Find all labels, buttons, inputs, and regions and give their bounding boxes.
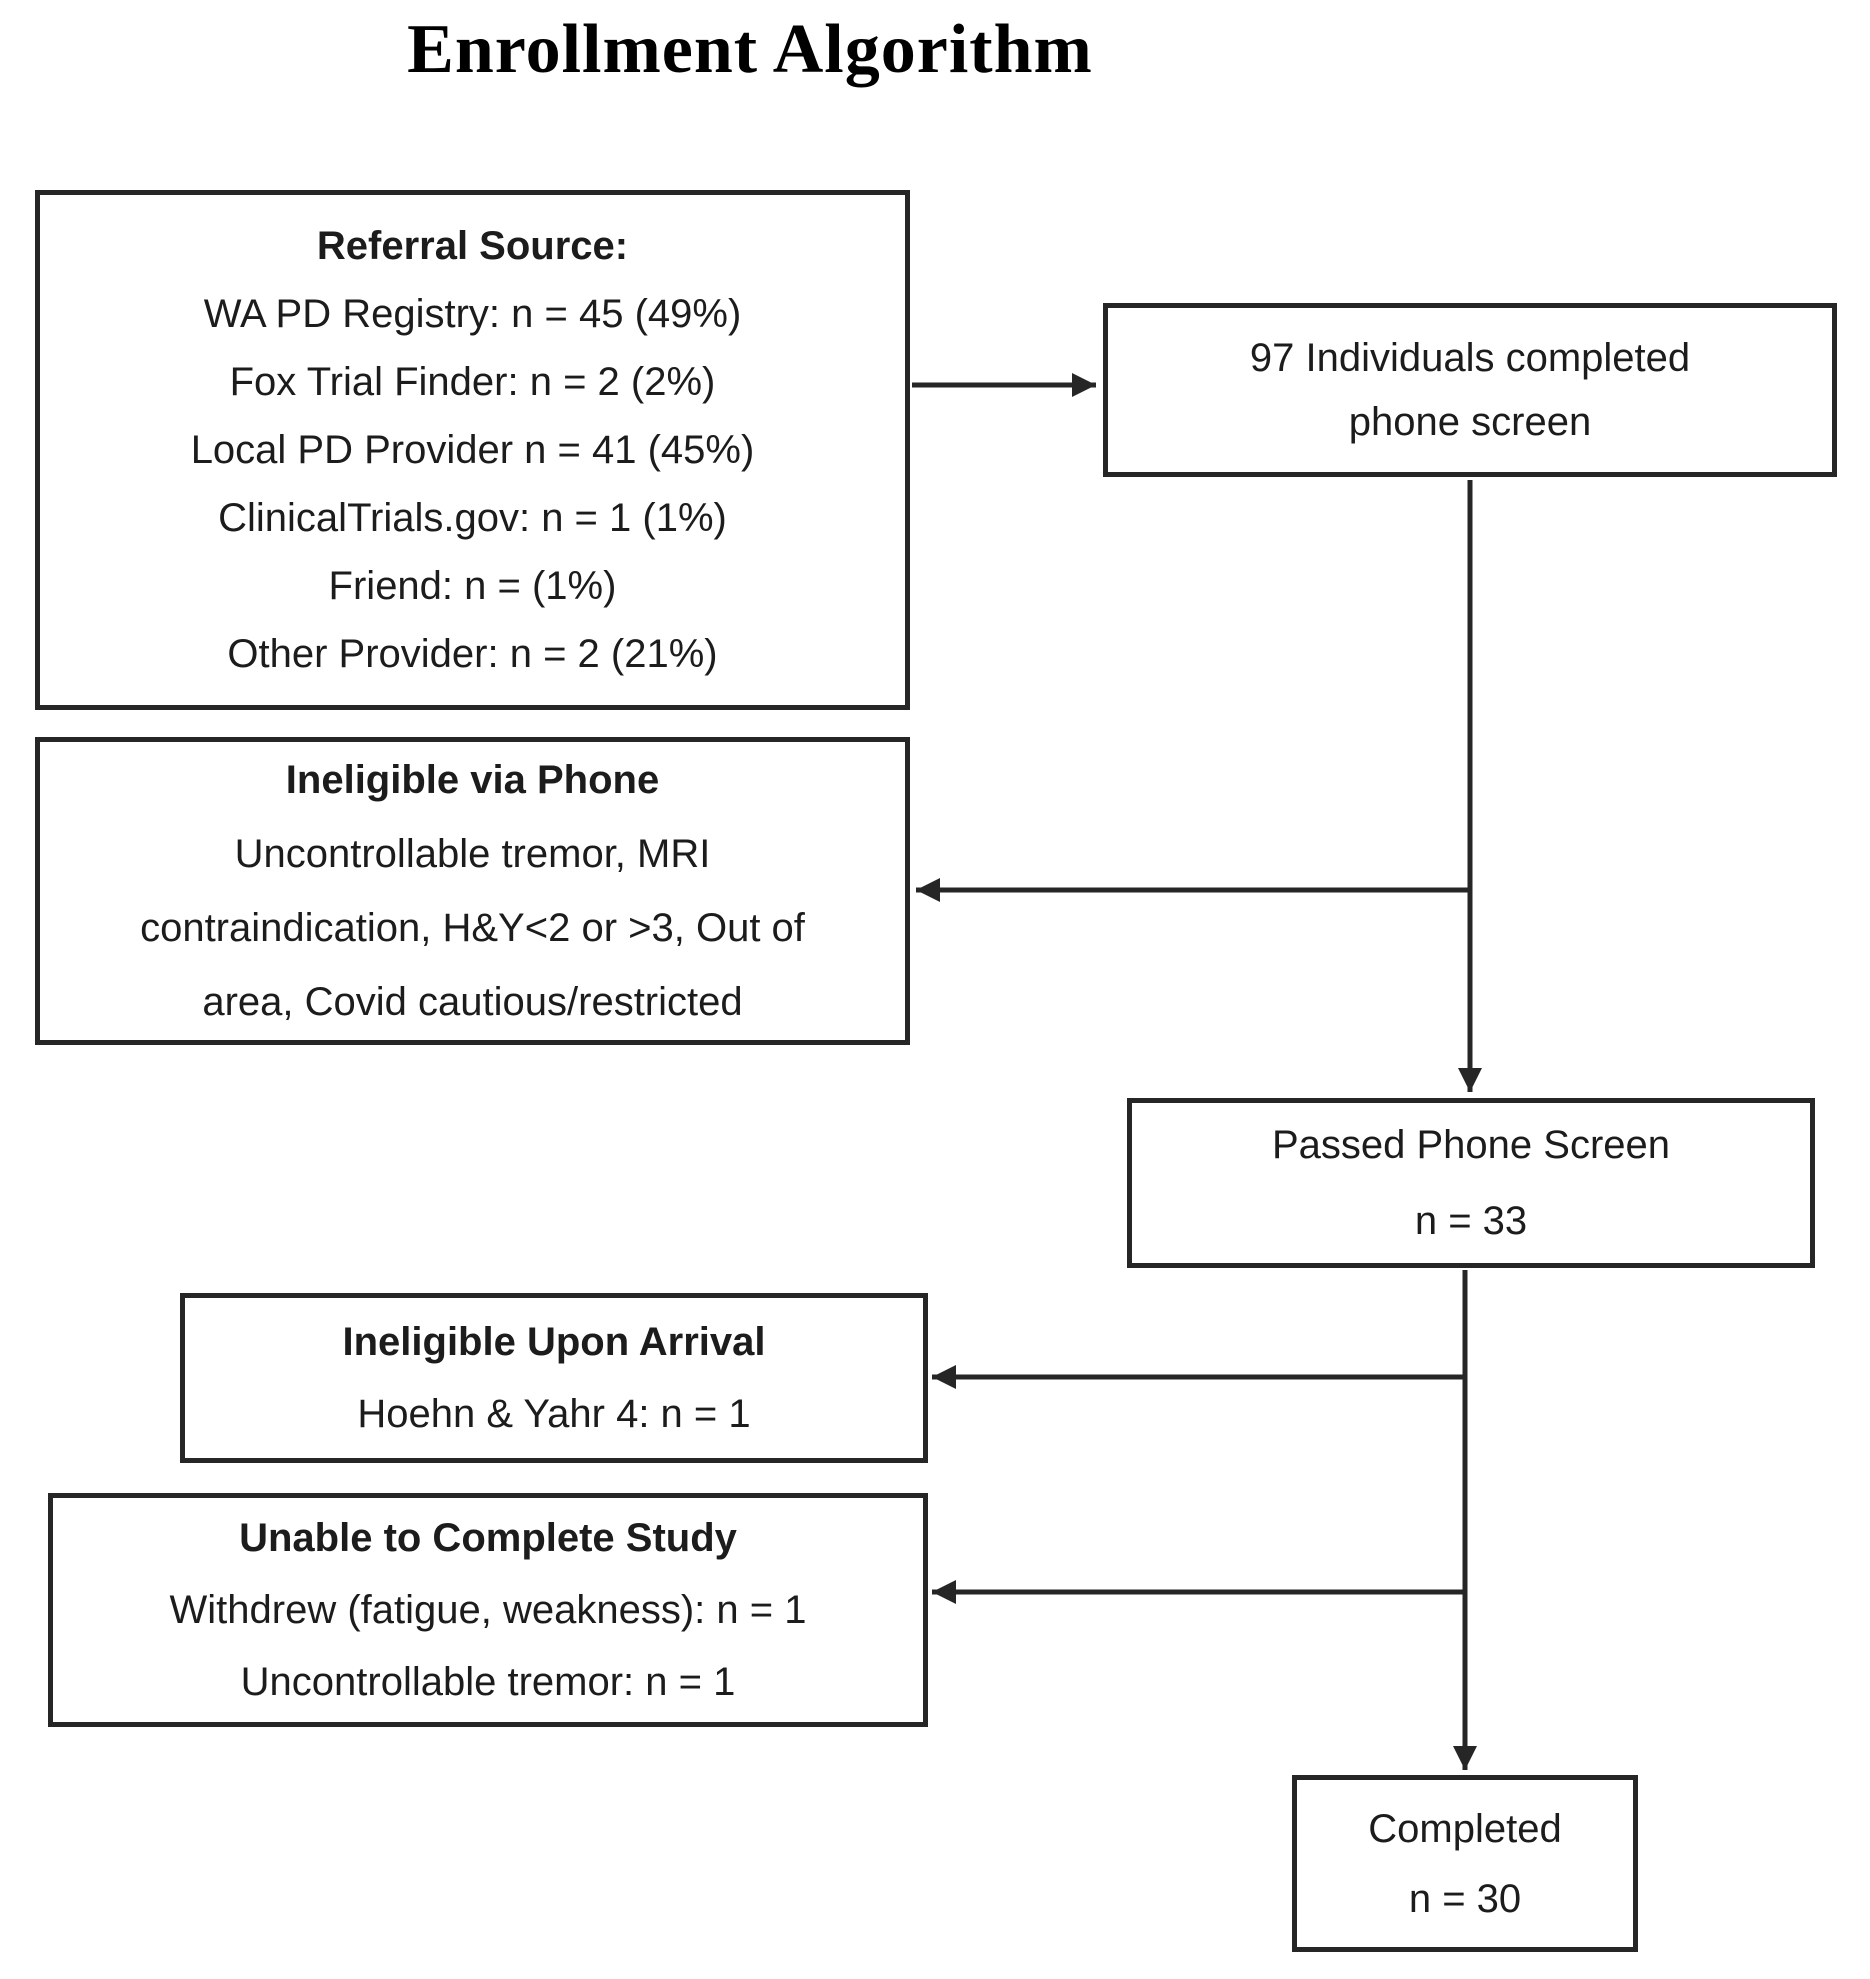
referral-line-wa-pd-registry: WA PD Registry: n = 45 (49%) xyxy=(203,292,742,336)
passed-phone-screen-count: n = 33 xyxy=(1414,1199,1528,1243)
ineligible-via-phone-line-2: contraindication, H&Y<2 or >3, Out of xyxy=(140,906,805,950)
completed-line-1: Completed xyxy=(1368,1806,1562,1851)
referral-line-clinicaltrials-gov: ClinicalTrials.gov: n = 1 (1%) xyxy=(218,496,727,540)
completed-count: n = 30 xyxy=(1408,1876,1522,1921)
ineligible-via-phone-line-3: area, Covid cautious/restricted xyxy=(202,980,743,1024)
referral-line-friend: Friend: n = (1%) xyxy=(328,564,617,608)
unable-to-complete-header: Unable to Complete Study xyxy=(239,1516,737,1560)
ineligible-via-phone-line-1: Uncontrollable tremor, MRI xyxy=(234,832,711,876)
ineligible-via-phone-box: Ineligible via Phone Uncontrollable trem… xyxy=(35,737,910,1045)
unable-to-complete-line-2: Uncontrollable tremor: n = 1 xyxy=(240,1660,736,1704)
ineligible-upon-arrival-line-1: Hoehn & Yahr 4: n = 1 xyxy=(357,1392,751,1436)
ineligible-upon-arrival-header: Ineligible Upon Arrival xyxy=(342,1320,766,1364)
referral-source-box: Referral Source: WA PD Registry: n = 45 … xyxy=(35,190,910,710)
completed-box: Completed n = 30 xyxy=(1292,1775,1638,1952)
referral-line-other-provider: Other Provider: n = 2 (21%) xyxy=(227,632,718,676)
phone-screen-completed-box: 97 Individuals completed phone screen xyxy=(1103,303,1837,477)
phone-screen-line-2: phone screen xyxy=(1348,400,1592,444)
referral-line-fox-trial-finder: Fox Trial Finder: n = 2 (2%) xyxy=(229,360,716,404)
ineligible-upon-arrival-box: Ineligible Upon Arrival Hoehn & Yahr 4: … xyxy=(180,1293,928,1463)
referral-source-header: Referral Source: xyxy=(316,224,629,268)
passed-phone-screen-line-1: Passed Phone Screen xyxy=(1271,1123,1671,1167)
phone-screen-line-1: 97 Individuals completed xyxy=(1249,336,1691,380)
ineligible-via-phone-header: Ineligible via Phone xyxy=(285,758,660,802)
referral-line-local-pd-provider: Local PD Provider n = 41 (45%) xyxy=(190,428,755,472)
unable-to-complete-line-1: Withdrew (fatigue, weakness): n = 1 xyxy=(169,1588,807,1632)
diagram-title: Enrollment Algorithm xyxy=(407,11,1093,88)
unable-to-complete-study-box: Unable to Complete Study Withdrew (fatig… xyxy=(48,1493,928,1727)
passed-phone-screen-box: Passed Phone Screen n = 33 xyxy=(1127,1098,1815,1268)
